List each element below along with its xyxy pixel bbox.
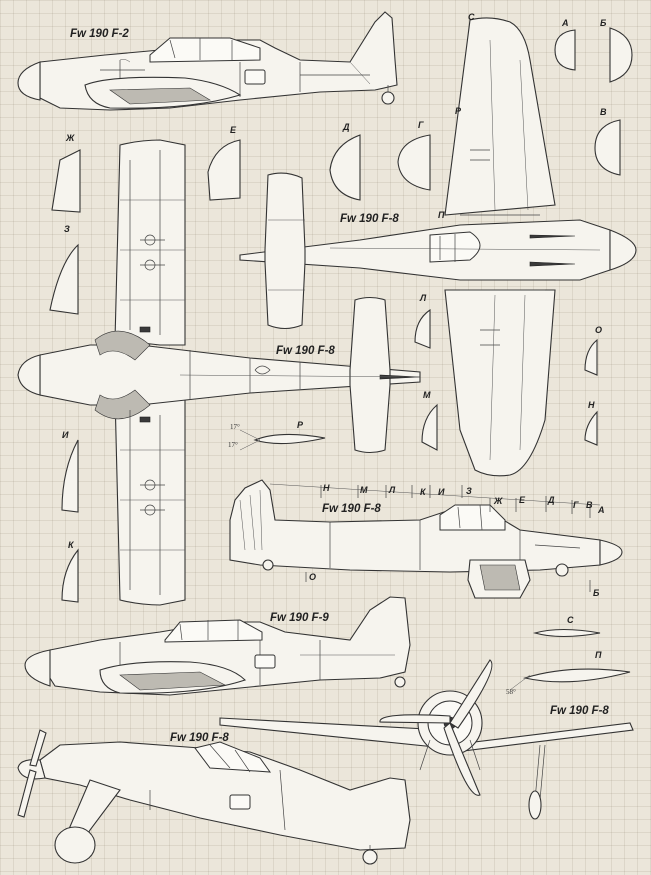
section-O — [584, 338, 598, 376]
section-Z — [49, 243, 79, 315]
f8-side-view — [229, 479, 623, 599]
cut-label-E: Е — [519, 495, 526, 505]
angle-label-p: 58° — [506, 688, 516, 696]
section-label-R-mid: Р — [297, 420, 304, 430]
f8-ground-view — [17, 729, 411, 865]
section-M — [421, 403, 438, 451]
section-D — [329, 134, 361, 201]
title-f2-side: Fw 190 F-2 — [70, 28, 129, 40]
section-label-O: О — [595, 325, 603, 335]
section-N — [584, 410, 598, 446]
cut-label-M: М — [360, 485, 368, 495]
section-K — [61, 548, 79, 603]
cut-label-Zh: Ж — [494, 496, 503, 506]
section-label-K: К — [68, 540, 74, 550]
cut-label-D: Д — [548, 495, 555, 505]
section-G — [397, 134, 431, 191]
cut-label-N: Н — [323, 483, 330, 493]
section-B — [609, 27, 633, 83]
cut-label-L: Л — [389, 485, 396, 495]
f9-side-view — [24, 596, 411, 696]
section-A — [554, 29, 576, 71]
section-label-R-top: Р — [455, 106, 462, 116]
title-f8-side: Fw 190 F-8 — [322, 503, 381, 515]
section-E — [207, 139, 241, 201]
section-label-B: Б — [600, 18, 607, 28]
section-label-Zh: Ж — [66, 133, 75, 143]
title-f8-ground: Fw 190 F-8 — [170, 732, 229, 744]
section-label-L: Л — [420, 293, 427, 303]
section-I — [61, 439, 79, 513]
section-Zh — [51, 149, 81, 213]
section-label-A: А — [562, 18, 569, 28]
cut-label-A: А — [598, 505, 605, 515]
cut-label-I: И — [438, 487, 445, 497]
cut-label-G: Г — [573, 500, 579, 510]
cut-label-B: Б — [593, 588, 600, 598]
cut-label-Z: З — [466, 486, 472, 496]
section-label-G: Г — [418, 120, 424, 130]
angle-label-r1: 17° — [230, 423, 240, 431]
section-label-E: Е — [230, 125, 237, 135]
section-R — [253, 433, 326, 445]
section-V — [594, 119, 621, 176]
section-label-Z: З — [64, 224, 70, 234]
title-f8-top: Fw 190 F-8 — [340, 213, 399, 225]
title-f8-bottom: Fw 190 F-8 — [276, 345, 335, 357]
section-label-M: М — [423, 390, 431, 400]
section-P — [522, 668, 631, 683]
section-label-N: Н — [588, 400, 595, 410]
section-L — [414, 308, 431, 349]
cut-label-O: О — [309, 572, 317, 582]
f8-front-view — [219, 659, 634, 820]
f8-top-view — [239, 17, 637, 477]
title-f8-front: Fw 190 F-8 — [550, 705, 609, 717]
section-label-P-top: П — [438, 210, 445, 220]
f2-side-view — [17, 11, 398, 111]
f8-bottom-view — [17, 139, 421, 606]
section-label-I: И — [62, 430, 69, 440]
section-profiles — [49, 27, 633, 691]
section-label-P-low: П — [595, 650, 602, 660]
section-S — [532, 628, 601, 638]
cut-label-V: В — [586, 500, 593, 510]
section-label-S: С — [468, 12, 475, 22]
cut-label-K: К — [420, 487, 426, 497]
title-f9-side: Fw 190 F-9 — [270, 612, 329, 624]
section-label-S-low: С — [567, 615, 574, 625]
section-cut-markers — [269, 483, 601, 592]
angle-label-r2: 17° — [228, 441, 238, 449]
section-label-V: В — [600, 107, 607, 117]
section-label-D: Д — [343, 122, 350, 132]
